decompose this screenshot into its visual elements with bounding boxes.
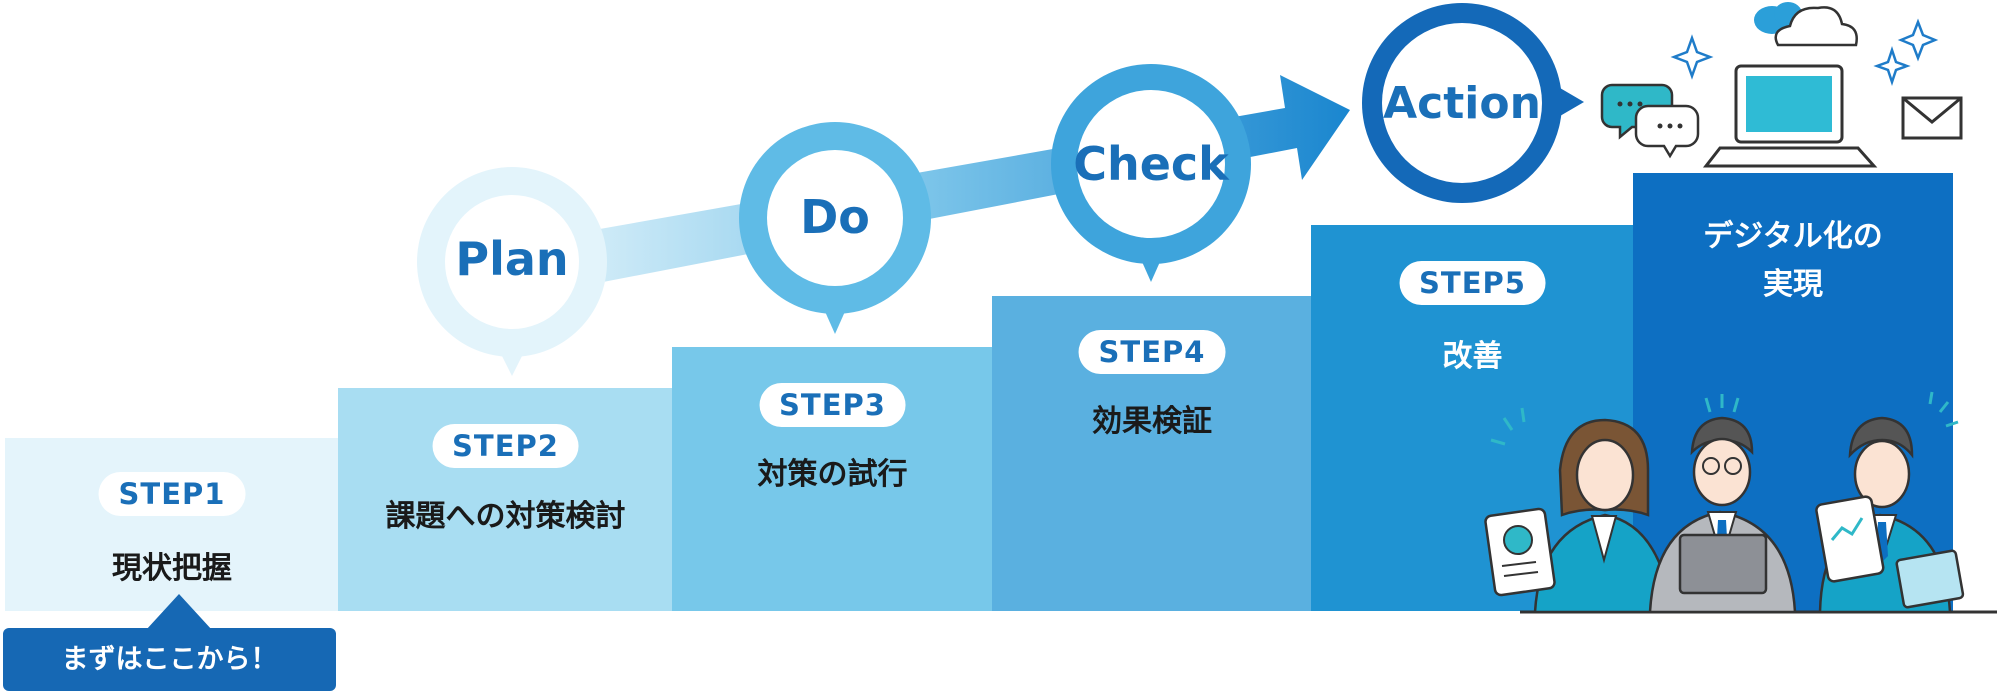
chat-bubbles-icon — [1600, 83, 1700, 159]
do-bubble — [739, 122, 931, 334]
step1-tag: STEP1 — [98, 472, 246, 516]
check-label: Check — [1073, 137, 1229, 191]
action-label: Action — [1383, 78, 1541, 129]
step2-label: 課題への対策検討 — [385, 499, 626, 534]
man-with-laptop-icon — [1648, 394, 1797, 614]
plan-label: Plan — [455, 232, 569, 286]
laptop-icon — [1702, 64, 1878, 168]
step4-block: STEP4 効果検証 — [992, 296, 1312, 611]
check-bubble — [1051, 64, 1251, 282]
do-label: Do — [800, 190, 870, 244]
step3-label: 対策の試行 — [757, 457, 908, 492]
step5-label: 改善 — [1442, 339, 1503, 374]
man-with-chart-tablet-icon — [1815, 391, 1965, 614]
goal-label-line2: 実現 — [1763, 267, 1823, 302]
step3-tag: STEP3 — [759, 383, 906, 427]
envelope-icon — [1901, 96, 1963, 140]
step2-block: STEP2 課題への対策検討 — [338, 388, 673, 611]
step3-block: STEP3 対策の試行 — [672, 347, 993, 611]
sparkle-icon — [1670, 18, 1939, 86]
step4-label: 効果検証 — [1092, 404, 1212, 439]
woman-with-tablet-icon — [1484, 407, 1674, 614]
plan-bubble — [417, 167, 607, 376]
cloud-icon — [1754, 2, 1858, 47]
action-bubble — [1362, 3, 1584, 203]
step1-block: STEP1 現状把握 — [5, 438, 339, 611]
callout-pointer — [146, 594, 212, 630]
start-here-callout: まずはここから！ — [3, 628, 336, 691]
step5-tag: STEP5 — [1399, 261, 1546, 305]
step2-tag: STEP2 — [432, 424, 579, 468]
goal-label-line1: デジタル化の — [1703, 219, 1883, 254]
step1-label: 現状把握 — [112, 551, 232, 586]
step4-tag: STEP4 — [1078, 330, 1226, 374]
